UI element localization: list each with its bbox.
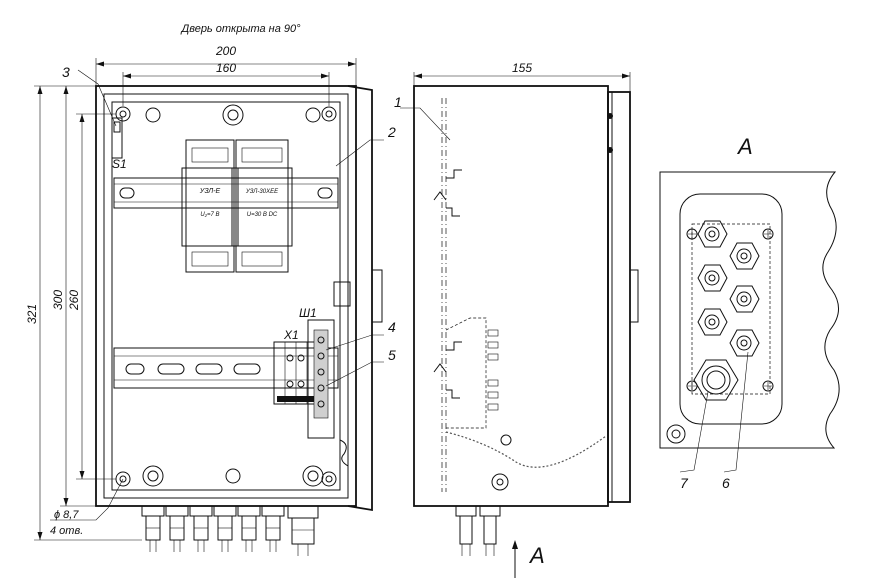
- switch-label: S1: [112, 157, 127, 171]
- small-glands: [697, 220, 760, 357]
- callout-leaders-front: [77, 69, 384, 387]
- dimensions-front: [34, 58, 357, 541]
- terminal-label: X1: [283, 328, 299, 342]
- connector-sh1: [307, 319, 335, 439]
- corner-holes: [115, 106, 337, 487]
- gland-plate-screws: [686, 228, 774, 392]
- view-arrow-label: А: [528, 543, 545, 568]
- din-rail-lower: [113, 347, 339, 389]
- view-a: А 7 6: [659, 134, 840, 491]
- enclosure-side: [413, 85, 609, 507]
- view-a-title: А: [736, 134, 753, 159]
- large-gland: [693, 359, 739, 401]
- hole-count: 4 отв.: [50, 525, 83, 537]
- side-view: 155 1 А: [394, 61, 639, 578]
- device2-name: УЗЛ-30ХЕЕ: [245, 189, 279, 195]
- plate-screws: [142, 104, 324, 487]
- mounting-plate: [111, 101, 341, 491]
- device1-sub: U₂=7 В: [200, 212, 219, 218]
- dim-height-outer: 300: [51, 290, 65, 310]
- side-bottom-glands: [455, 505, 501, 556]
- dim-height-inner: 260: [67, 290, 81, 311]
- protection-module-1: УЗЛ-Е U₂=7 В: [181, 139, 239, 273]
- device1-name: УЗЛ-Е: [199, 188, 221, 195]
- hidden-components: [445, 317, 487, 429]
- switch-s1: [111, 117, 123, 159]
- enclosure-inner-rim: [103, 93, 349, 499]
- bottom-cable-glands: [141, 505, 319, 556]
- connector-label: Ш1: [299, 306, 317, 320]
- front-view: УЗЛ-Е U₂=7 В УЗЛ-30ХЕЕ U=30 В DC: [25, 44, 396, 556]
- gland-plate: [679, 193, 783, 425]
- callout-5: 5: [388, 347, 396, 363]
- door-side: [607, 91, 631, 503]
- dim-height-total: 321: [25, 304, 39, 324]
- dim-width-outer: 200: [215, 44, 236, 58]
- enclosure-bottom-fragment: [659, 171, 840, 449]
- door-hinge: [371, 269, 383, 323]
- ground-wire: [445, 431, 607, 468]
- dim-width-inner: 160: [216, 61, 236, 75]
- ground-stud: [500, 434, 512, 446]
- device2-sub: U=30 В DC: [247, 212, 278, 218]
- side-hinge: [629, 269, 639, 323]
- caption: Дверь открыта на 90°: [179, 23, 301, 35]
- din-rail-upper: [113, 177, 339, 209]
- open-door: [347, 85, 373, 512]
- protection-module-2: УЗЛ-30ХЕЕ U=30 В DC: [231, 139, 293, 273]
- callout-2: 2: [387, 124, 396, 140]
- side-gland: [333, 281, 351, 307]
- callout-4: 4: [388, 319, 396, 335]
- enclosure-front: [95, 85, 357, 507]
- terminal-block-x1: [273, 341, 319, 405]
- callout-3: 3: [62, 64, 70, 80]
- door-clip: [339, 439, 349, 467]
- dim-depth: 155: [512, 61, 532, 75]
- callout-6: 6: [722, 475, 730, 491]
- callout-1: 1: [394, 94, 402, 110]
- hole-diameter: ϕ 8,7: [54, 509, 79, 521]
- callout-7: 7: [680, 475, 689, 491]
